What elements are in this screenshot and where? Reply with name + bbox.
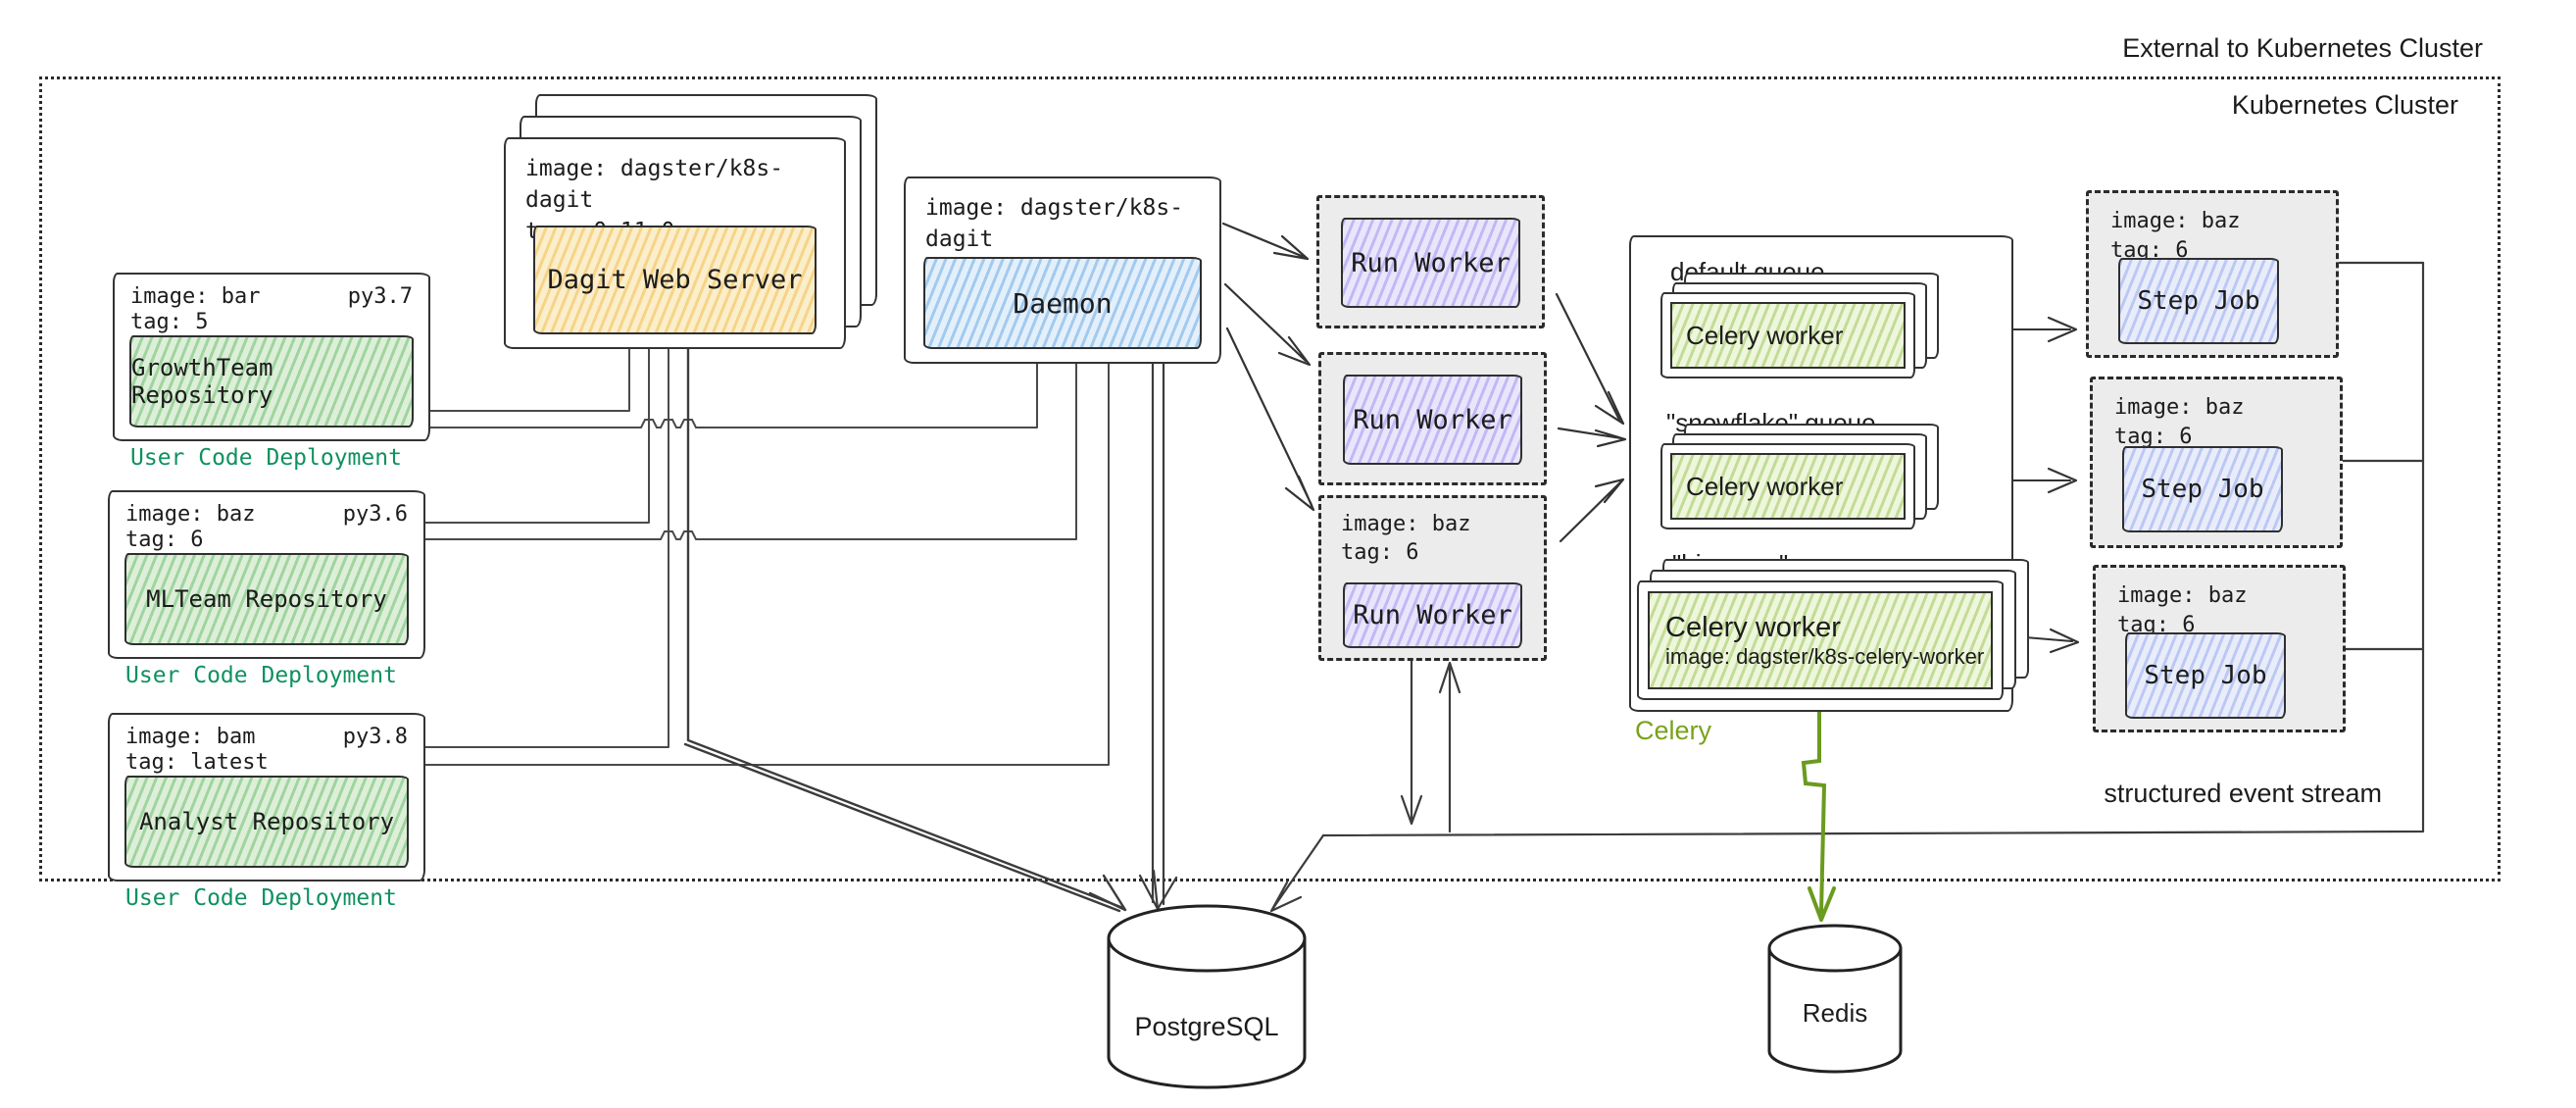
celery-worker-image: image: dagster/k8s-celery-worker [1665,643,1985,669]
dagit-web-server: Dagit Web Server [533,226,817,334]
run-worker-pod-1: Run Worker [1316,195,1545,328]
repo-tag: tag: latest [125,750,269,775]
dagit-to-postgres-arrow [683,343,1127,913]
repo-image: image: bam [125,725,256,749]
repo-image: image: baz [125,502,256,527]
repo-image: image: bar [130,284,261,309]
celery-worker: Celery worker [1665,611,1841,643]
step-job-image: image: baz [2117,583,2248,608]
daemon-to-runworker-arrows [1221,222,1315,512]
celery-queues-container: default queue Celery worker "snowflake" … [1629,235,2029,712]
user-code-deployment-1: image: bar py3.7 tag: 5 GrowthTeam Repos… [113,273,430,441]
step-job-image: image: baz [2114,395,2245,420]
structured-event-stream-label: structured event stream [2104,779,2382,808]
external-cluster-label: External to Kubernetes Cluster [2122,33,2483,63]
celery-worker-pod: Celery worker image: dagster/k8s-celery-… [1637,580,2004,700]
event-stream-lines [1269,261,2425,913]
growthteam-repository: GrowthTeam Repository [129,335,414,428]
daemon-image: image: dagster/k8s-dagit [925,195,1184,252]
step-job: Step Job [2118,258,2279,344]
redis-cylinder [1767,924,1903,1074]
kubernetes-cluster-label: Kubernetes Cluster [2231,90,2458,120]
user-code-deployment-caption: User Code Deployment [125,885,397,911]
celery-worker-stack-bigquery: Celery worker image: dagster/k8s-celery-… [1637,559,2029,700]
run-worker: Run Worker [1343,582,1522,648]
postgresql-cylinder [1107,904,1307,1089]
redis-label: Redis [1802,998,1868,1028]
user-code-deployment-caption: User Code Deployment [130,445,402,471]
celery-label: Celery [1635,716,1712,745]
mlteam-repository: MLTeam Repository [124,553,409,645]
step-job: Step Job [2122,446,2283,532]
repo-tag: tag: 5 [130,310,209,334]
celery-worker-stack-snowflake: Celery worker [1660,424,1939,529]
daemon-pod: image: dagster/k8s-dagit tag: 0.11.0 Dae… [904,176,1221,364]
celery-worker-stack-default: Celery worker [1660,273,1939,378]
celery-worker-pod: Celery worker [1660,443,1915,529]
repo-python-version: py3.6 [342,502,408,527]
step-job-pod-2: image: baz tag: 6 Step Job [2090,377,2343,548]
celery-worker: Celery worker [1670,302,1906,369]
user-code-deployment-caption: User Code Deployment [125,663,397,688]
user-code-deployment-2: image: baz py3.6 tag: 6 MLTeam Repositor… [108,490,425,659]
step-job-tag: tag: 6 [2114,425,2193,449]
run-worker: Run Worker [1343,375,1522,465]
run-worker-tag: tag: 6 [1341,540,1419,565]
run-worker-pod-2: Run Worker [1318,352,1547,485]
run-worker-image: image: baz [1341,512,1471,536]
repo-python-version: py3.8 [342,725,408,749]
step-job-pod-1: image: baz tag: 6 Step Job [2086,190,2339,358]
step-job-image: image: baz [2110,209,2241,233]
step-job-pod-3: image: baz tag: 6 Step Job [2093,565,2346,732]
celery-worker: Celery worker [1670,453,1906,520]
analyst-repository: Analyst Repository [124,776,409,868]
repo-tag: tag: 6 [125,528,204,552]
daemon: Daemon [923,257,1202,349]
run-worker: Run Worker [1341,218,1520,308]
repo-grpc-lines [423,344,1110,766]
runworker-postgres-arrows [1400,655,1461,833]
celery-to-redis-arrow [1801,706,1836,922]
dagit-web-server-pod: image: dagster/k8s-dagit tag: 0.11.0 Dag… [504,137,846,349]
celery-worker-pod: Celery worker [1660,292,1915,378]
user-code-deployment-3: image: bam py3.8 tag: latest Analyst Rep… [108,713,425,881]
kubernetes-cluster-boundary [39,76,2501,881]
dagit-image: image: dagster/k8s-dagit [525,156,784,213]
runworker-to-celery-arrows [1555,292,1627,543]
repo-python-version: py3.7 [347,284,413,309]
daemon-to-postgres-arrow [1138,359,1178,911]
postgresql-label: PostgreSQL [1134,1012,1279,1041]
step-job: Step Job [2125,632,2286,719]
run-worker-pod-3: image: baz tag: 6 Run Worker [1318,495,1547,661]
